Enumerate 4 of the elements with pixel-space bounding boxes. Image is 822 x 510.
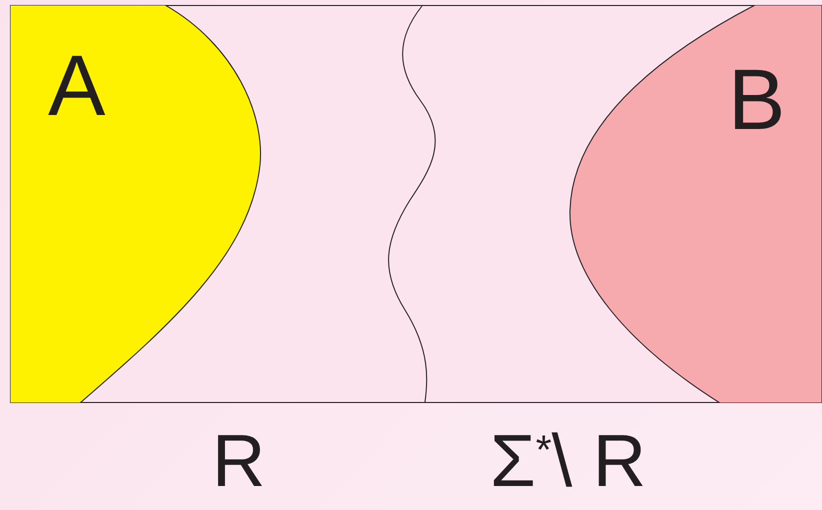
set-label: Σ$^{*}$\ R bbox=[490, 424, 646, 498]
region-label: B bbox=[728, 57, 786, 143]
set-label: R bbox=[212, 424, 266, 498]
region-label: A bbox=[48, 43, 106, 129]
